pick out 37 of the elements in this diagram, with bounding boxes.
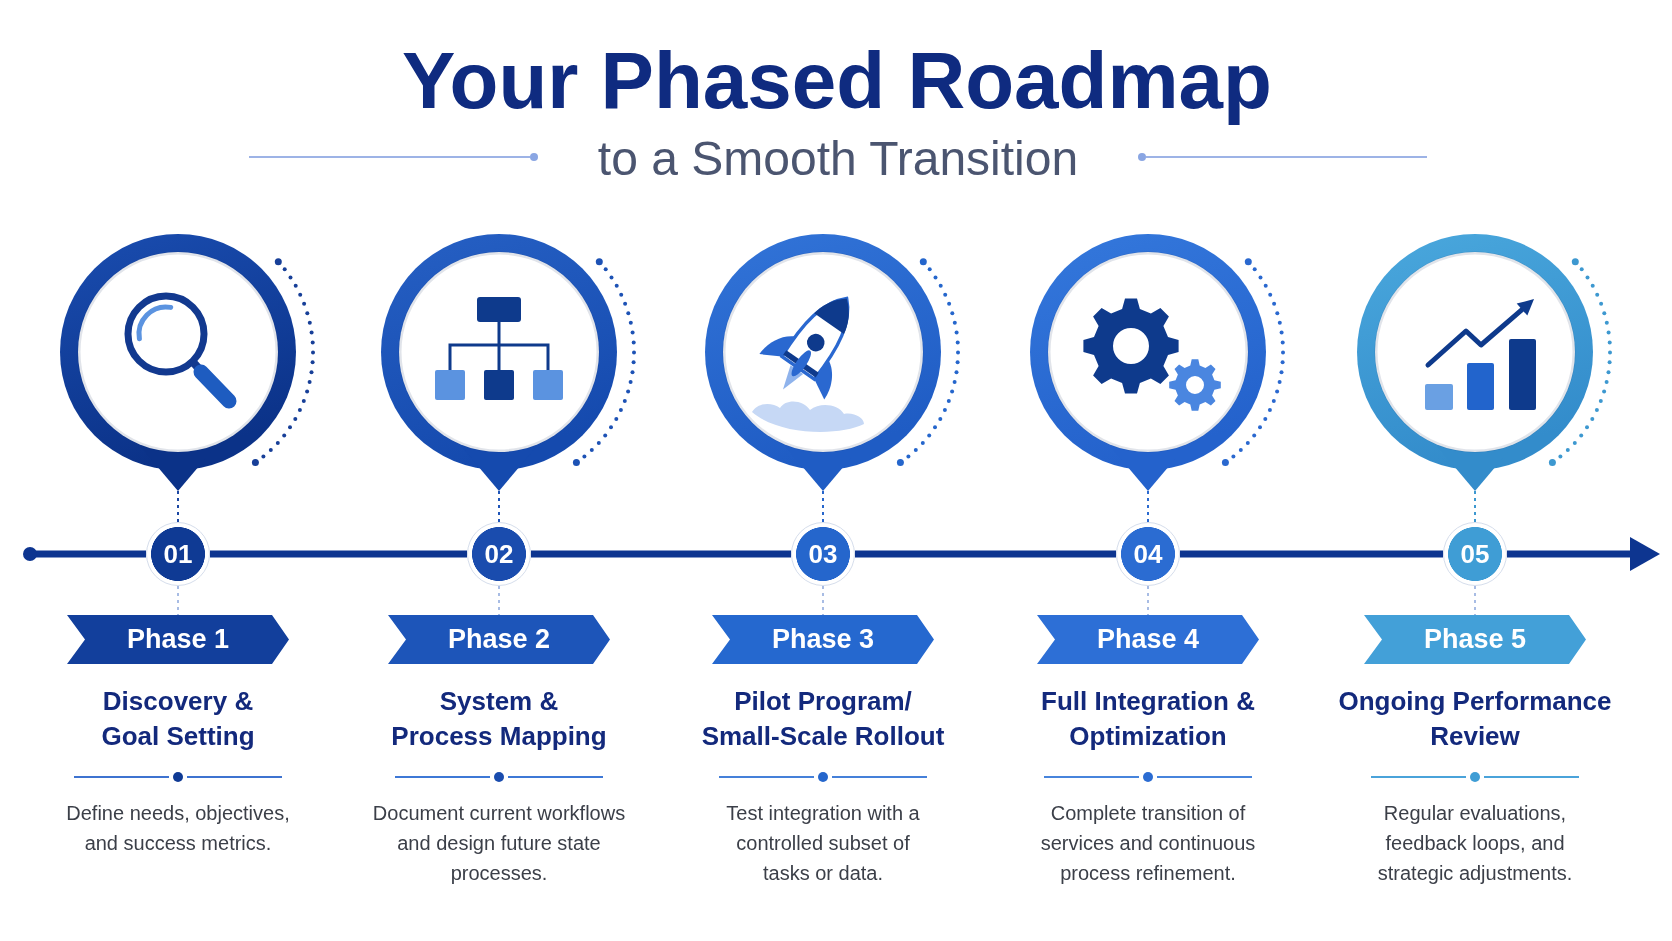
- phase-description: Regular evaluations, feedback loops, and strategic adjustments.: [1376, 801, 1574, 886]
- phase-title: Discovery & Goal Setting: [100, 685, 256, 753]
- timeline-line: [1180, 550, 1443, 558]
- phase-title: Ongoing Performance Review: [1337, 685, 1613, 753]
- timeline-line: [23, 547, 146, 561]
- number-badge: 02: [467, 522, 531, 586]
- number-badge: 03: [791, 522, 855, 586]
- phase-description: Complete transition of services and continuous process refinement.: [1039, 801, 1257, 886]
- dotted-connector: [1474, 490, 1476, 523]
- phase-banner: Phase 5: [1364, 615, 1586, 664]
- phase-title: System & Process Mapping: [390, 685, 608, 753]
- dotted-connector: [822, 585, 824, 616]
- phase-title: Full Integration & Optimization: [1040, 685, 1256, 753]
- dotted-connector: [1147, 490, 1149, 523]
- phase-banner: Phase 3: [712, 615, 934, 664]
- dotted-connector: [1147, 585, 1149, 616]
- timeline-line: [855, 550, 1116, 558]
- phase-title: Pilot Program/ Small-Scale Rollout: [700, 685, 946, 753]
- dotted-connector: [177, 585, 179, 616]
- phase-banner: Phase 1: [67, 615, 289, 664]
- timeline-line: [210, 550, 467, 558]
- subtitle: to a Smooth Transition: [597, 135, 1079, 183]
- dotted-connector: [498, 585, 500, 616]
- dotted-connector: [498, 490, 500, 523]
- timeline-line: [531, 550, 791, 558]
- phase-banner: Phase 4: [1037, 615, 1259, 664]
- dotted-connector: [822, 490, 824, 523]
- phase-description: Define needs, objectives, and success metrics.: [65, 801, 291, 856]
- phase-description: Test integration with a controlled subset of tasks or data.: [725, 801, 921, 886]
- number-badge: 05: [1443, 522, 1507, 586]
- number-badge: 04: [1116, 522, 1180, 586]
- number-badge: 01: [146, 522, 210, 586]
- phase-banner: Phase 2: [388, 615, 610, 664]
- phase-description: Document current workflows and design future state processes.: [371, 801, 627, 886]
- timeline-arrow: [1507, 537, 1660, 571]
- dotted-connector: [177, 490, 179, 523]
- dotted-connector: [1474, 585, 1476, 616]
